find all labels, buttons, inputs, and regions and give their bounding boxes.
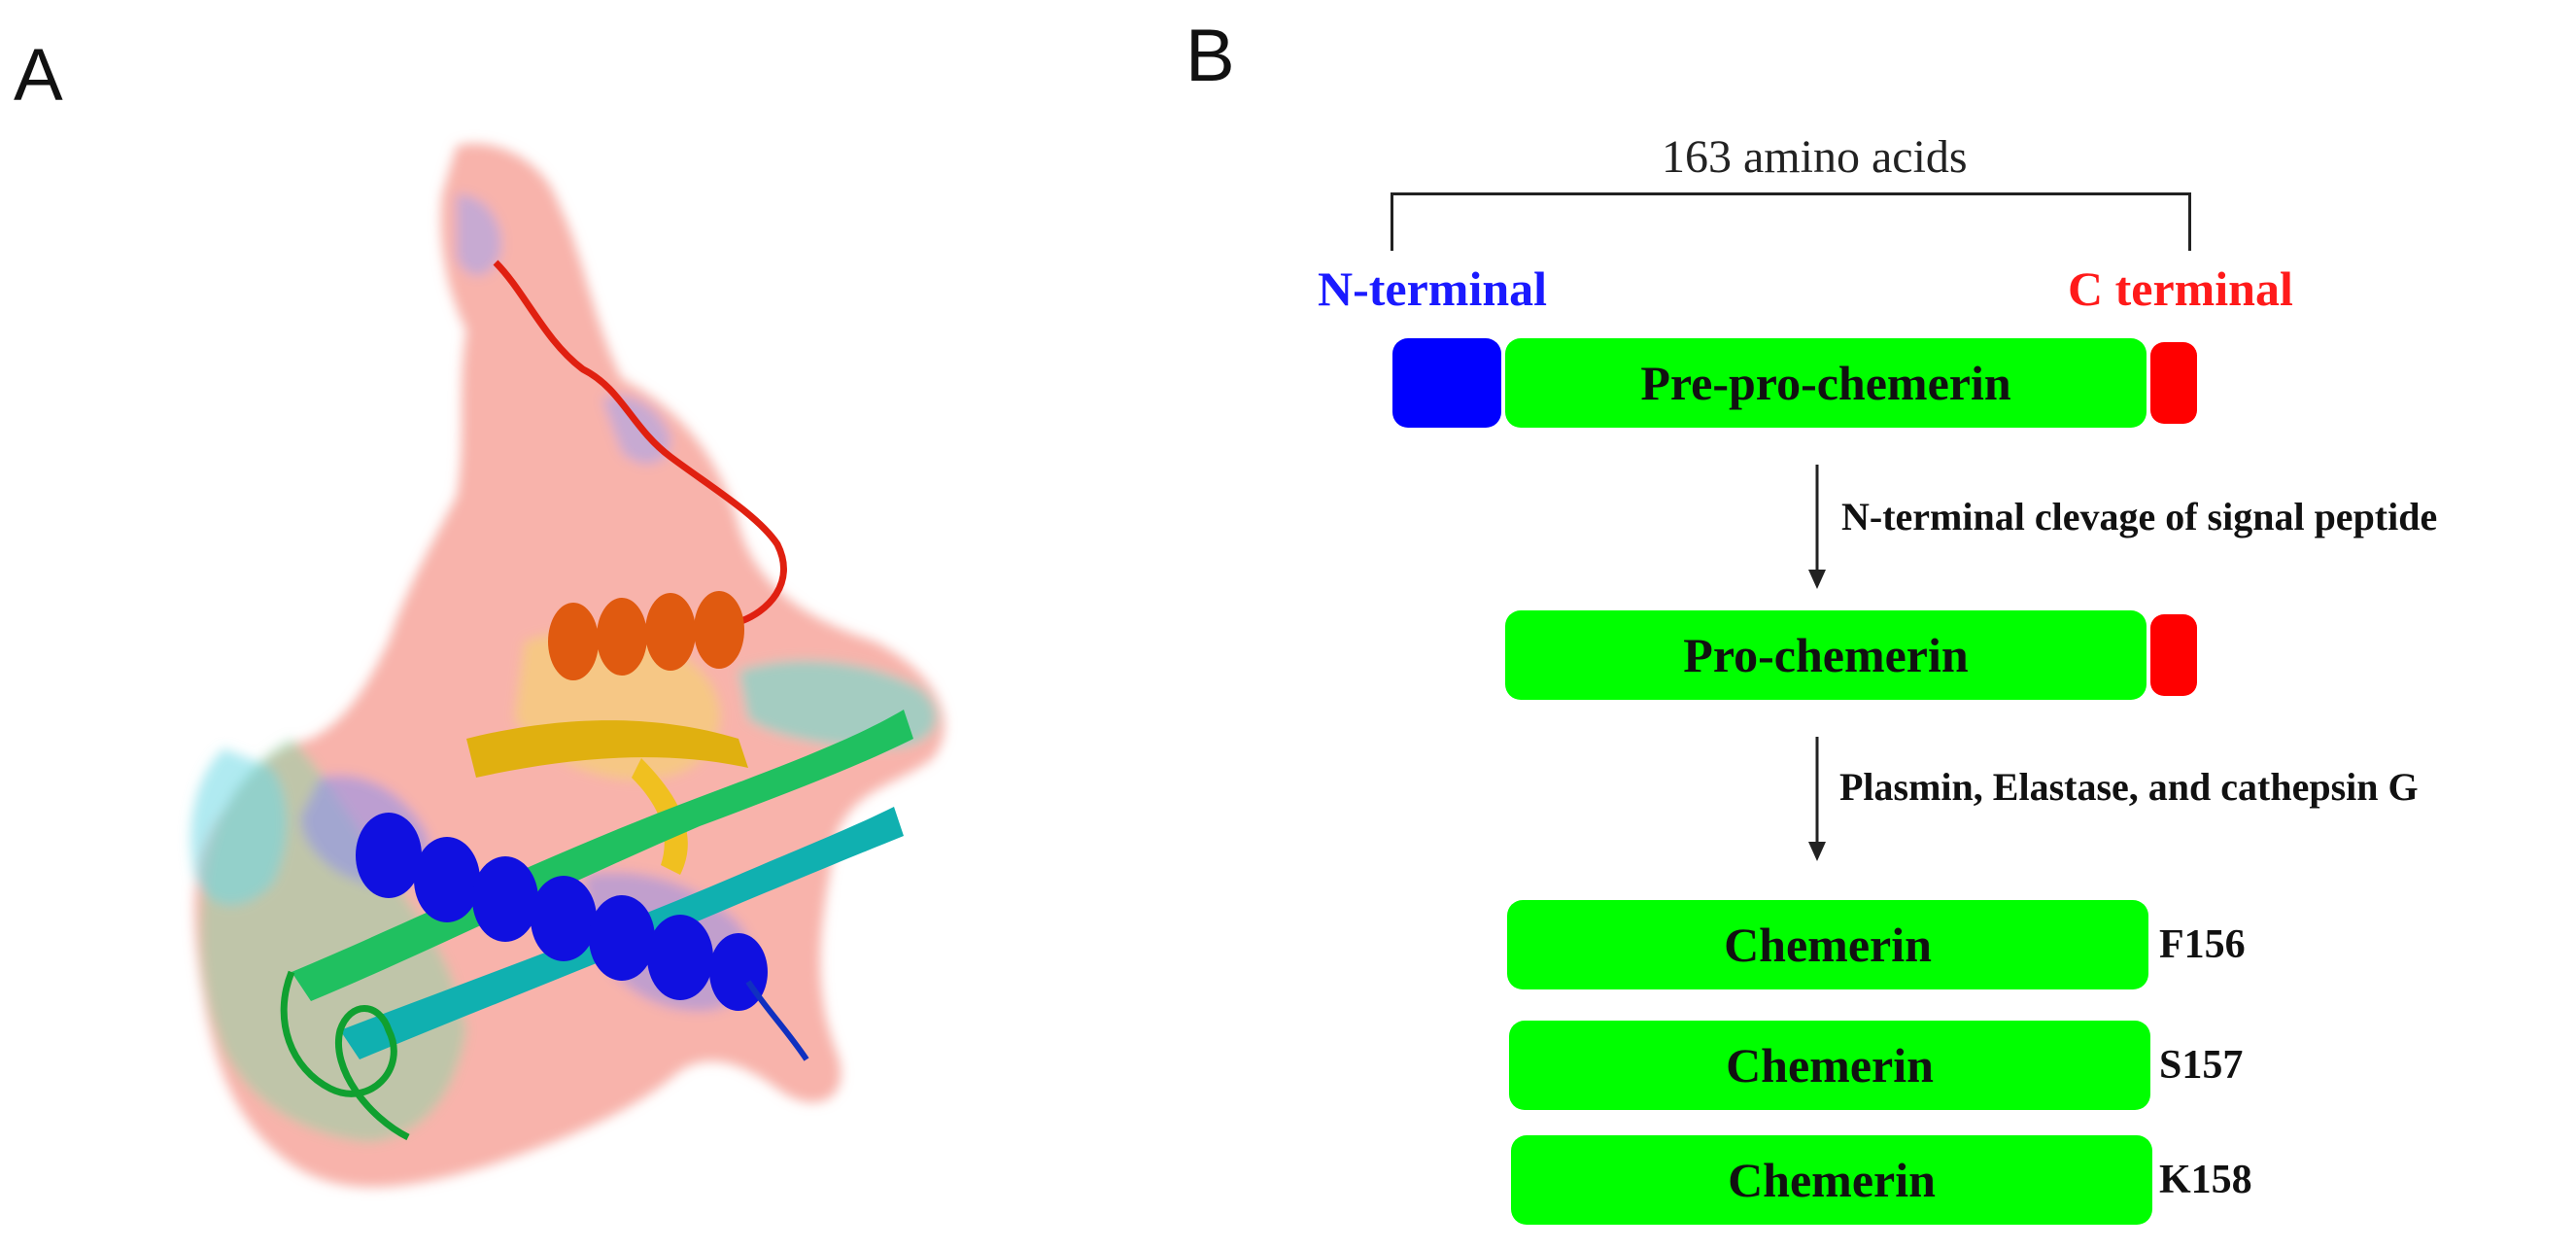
step-2-label: Plasmin, Elastase, and cathepsin G <box>1839 765 2419 809</box>
c-terminal-label: C terminal <box>2068 261 2293 316</box>
c-terminal-segment-2 <box>2150 614 2197 696</box>
processing-arrow-2 <box>1808 737 1826 861</box>
strand-yellow <box>466 720 748 778</box>
chemerin-s157-bar: Chemerin <box>1509 1021 2150 1110</box>
step-1-label: N-terminal clevage of signal peptide <box>1841 495 2438 538</box>
panel-b-letter: B <box>1185 15 1235 97</box>
length-bracket-left <box>1391 192 1393 251</box>
protein-structure-image <box>190 143 945 1188</box>
length-bracket-right <box>2188 192 2191 251</box>
chemerin-f156-bar: Chemerin <box>1507 900 2148 989</box>
n-terminal-label: N-terminal <box>1318 261 1548 316</box>
site-f156: F156 <box>2159 922 2246 967</box>
site-s157: S157 <box>2159 1043 2244 1088</box>
coil-blue <box>745 980 809 1061</box>
processing-arrow-1 <box>1808 465 1826 589</box>
length-label: 163 amino acids <box>1662 131 1968 183</box>
coil-green <box>280 970 410 1141</box>
c-terminal-segment <box>2150 342 2197 424</box>
pro-chemerin-bar: Pro-chemerin <box>1505 610 2147 700</box>
site-k158: K158 <box>2159 1158 2252 1202</box>
helix-orange <box>548 591 744 680</box>
signal-peptide-segment <box>1392 338 1501 428</box>
pre-pro-chemerin-label: Pre-pro-chemerin <box>1640 356 2011 410</box>
panel-a-letter: A <box>14 34 63 117</box>
pro-chemerin-label: Pro-chemerin <box>1683 628 1969 682</box>
coil-red <box>493 260 787 626</box>
chemerin-k158-label: Chemerin <box>1728 1153 1936 1207</box>
length-bracket-top <box>1391 192 2191 195</box>
pre-pro-chemerin-bar: Pre-pro-chemerin <box>1505 338 2147 428</box>
chemerin-f156-label: Chemerin <box>1724 918 1932 972</box>
strand-green <box>292 710 913 1001</box>
helix-blue <box>356 813 768 1011</box>
chemerin-s157-label: Chemerin <box>1726 1038 1934 1093</box>
chemerin-k158-bar: Chemerin <box>1511 1135 2152 1225</box>
